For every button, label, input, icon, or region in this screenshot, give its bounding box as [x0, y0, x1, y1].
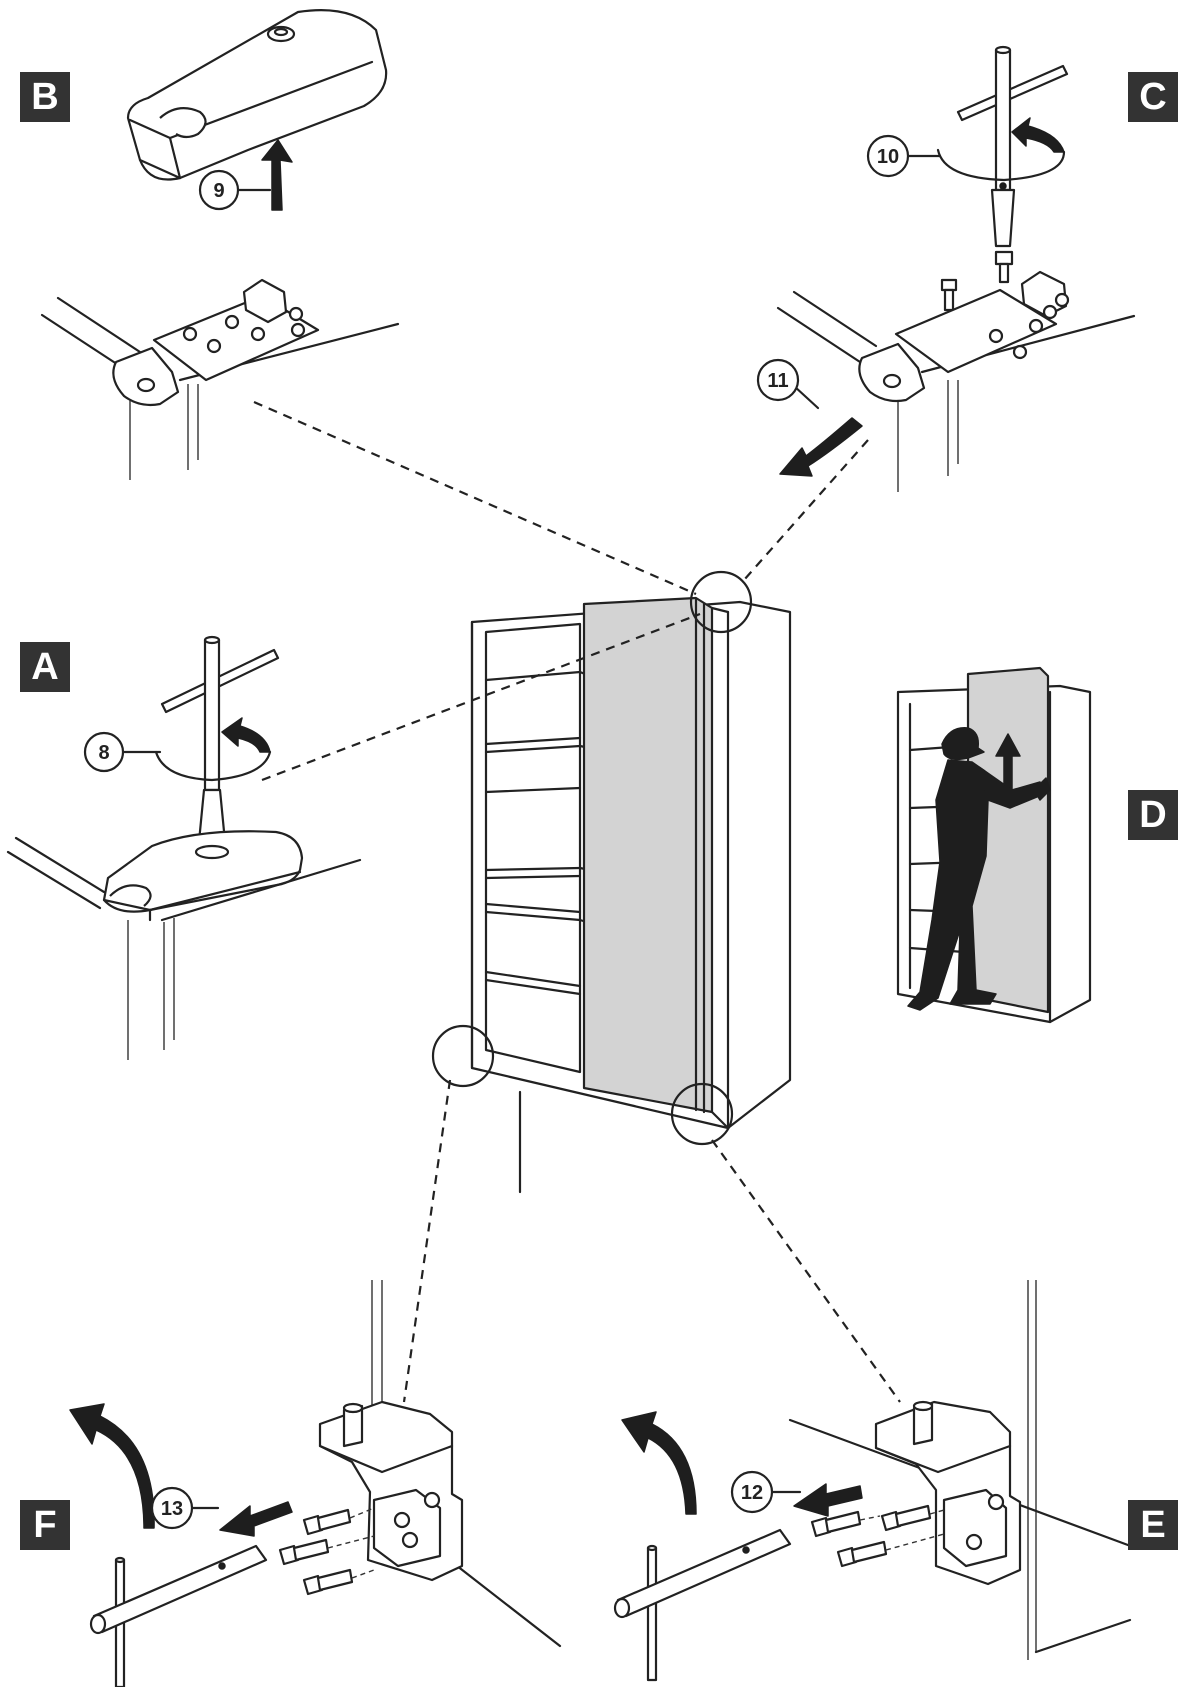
- magnifier-top-hinge: [689, 570, 753, 634]
- hinge-cover-a: [102, 830, 304, 922]
- arrow-up-icon: [261, 139, 293, 211]
- bolts-f: [278, 1507, 375, 1596]
- cabinet-top-corner-a: [6, 836, 362, 1060]
- magnifier-bottom-left: [431, 1024, 495, 1088]
- step-callout-13: 13: [150, 1486, 220, 1530]
- panel-a-illustration: [6, 635, 362, 1060]
- magnifier-bottom-right: [670, 1082, 734, 1146]
- person-lifting-door: [907, 727, 1051, 1011]
- step-callout-9: 9: [198, 169, 272, 211]
- spanner-e: [613, 1528, 792, 1682]
- step-callout-8: 8: [83, 731, 162, 773]
- box-spanner-c: [956, 45, 1069, 248]
- panel-e-illustration: [613, 1280, 1138, 1682]
- panel-c-illustration: [776, 45, 1136, 492]
- panel-label-d: D: [1128, 790, 1178, 840]
- panel-f-illustration: [69, 1280, 562, 1687]
- svg-text:12: 12: [741, 1482, 763, 1504]
- arrow-up-icon: [995, 733, 1021, 795]
- panel-b-illustration: [40, 9, 400, 480]
- step-callout-10: 10: [866, 134, 942, 178]
- panel-label-a: A: [20, 642, 70, 692]
- svg-text:10: 10: [877, 146, 899, 168]
- leader-lines: [253, 400, 901, 1403]
- panel-label-f: F: [20, 1500, 70, 1550]
- curved-arrow-up-icon: [621, 1411, 697, 1515]
- hinge-bracket-e: [874, 1400, 1022, 1586]
- fridge-door-open: [582, 596, 714, 1114]
- panel-label-e: E: [1128, 1500, 1178, 1550]
- arrow-curved-down-icon: [779, 417, 863, 477]
- svg-text:8: 8: [98, 742, 109, 764]
- fridge-shelves: [484, 622, 602, 1074]
- panel-d-illustration: [896, 666, 1092, 1024]
- cabinet-top-corner-b: [40, 278, 400, 480]
- cabinet-top-corner-c: [776, 270, 1136, 492]
- rotate-arrow-icon: [936, 117, 1066, 182]
- fridge-illustration: [470, 596, 792, 1194]
- step-callout-12: 12: [730, 1470, 802, 1514]
- panel-label-c: C: [1128, 72, 1178, 122]
- arrow-left-icon: [219, 1501, 293, 1537]
- svg-text:9: 9: [213, 180, 224, 202]
- spanner-f: [89, 1544, 268, 1687]
- arrow-left-icon: [793, 1483, 863, 1517]
- svg-text:11: 11: [767, 370, 788, 392]
- bolts-e: [810, 1504, 945, 1568]
- curved-arrow-up-icon: [69, 1403, 155, 1529]
- hinge-cover-lifted: [126, 9, 388, 181]
- rotate-arrow-icon: [154, 717, 272, 782]
- step-callout-11: 11: [756, 358, 820, 410]
- hinge-bracket-f: [318, 1400, 464, 1582]
- panel-label-b: B: [20, 72, 70, 122]
- svg-text:13: 13: [161, 1498, 183, 1520]
